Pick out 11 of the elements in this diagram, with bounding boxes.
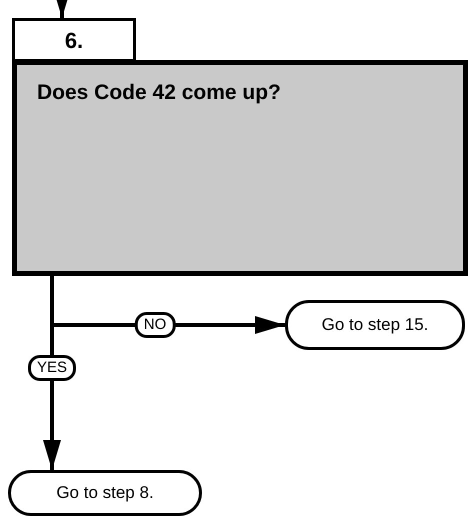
node-text: Go to step 8. [56,482,154,504]
node-text: Does Code 42 come up? [37,81,281,104]
edge-label: YES [28,355,76,381]
node-text: 6. [64,26,84,54]
node-text: Go to step 15. [322,314,428,336]
terminal-box [285,300,465,350]
terminal-box [8,470,202,516]
question-box [12,60,468,276]
edge-label: NO [134,312,176,338]
step-number-box [12,18,136,62]
arrow [43,276,61,470]
